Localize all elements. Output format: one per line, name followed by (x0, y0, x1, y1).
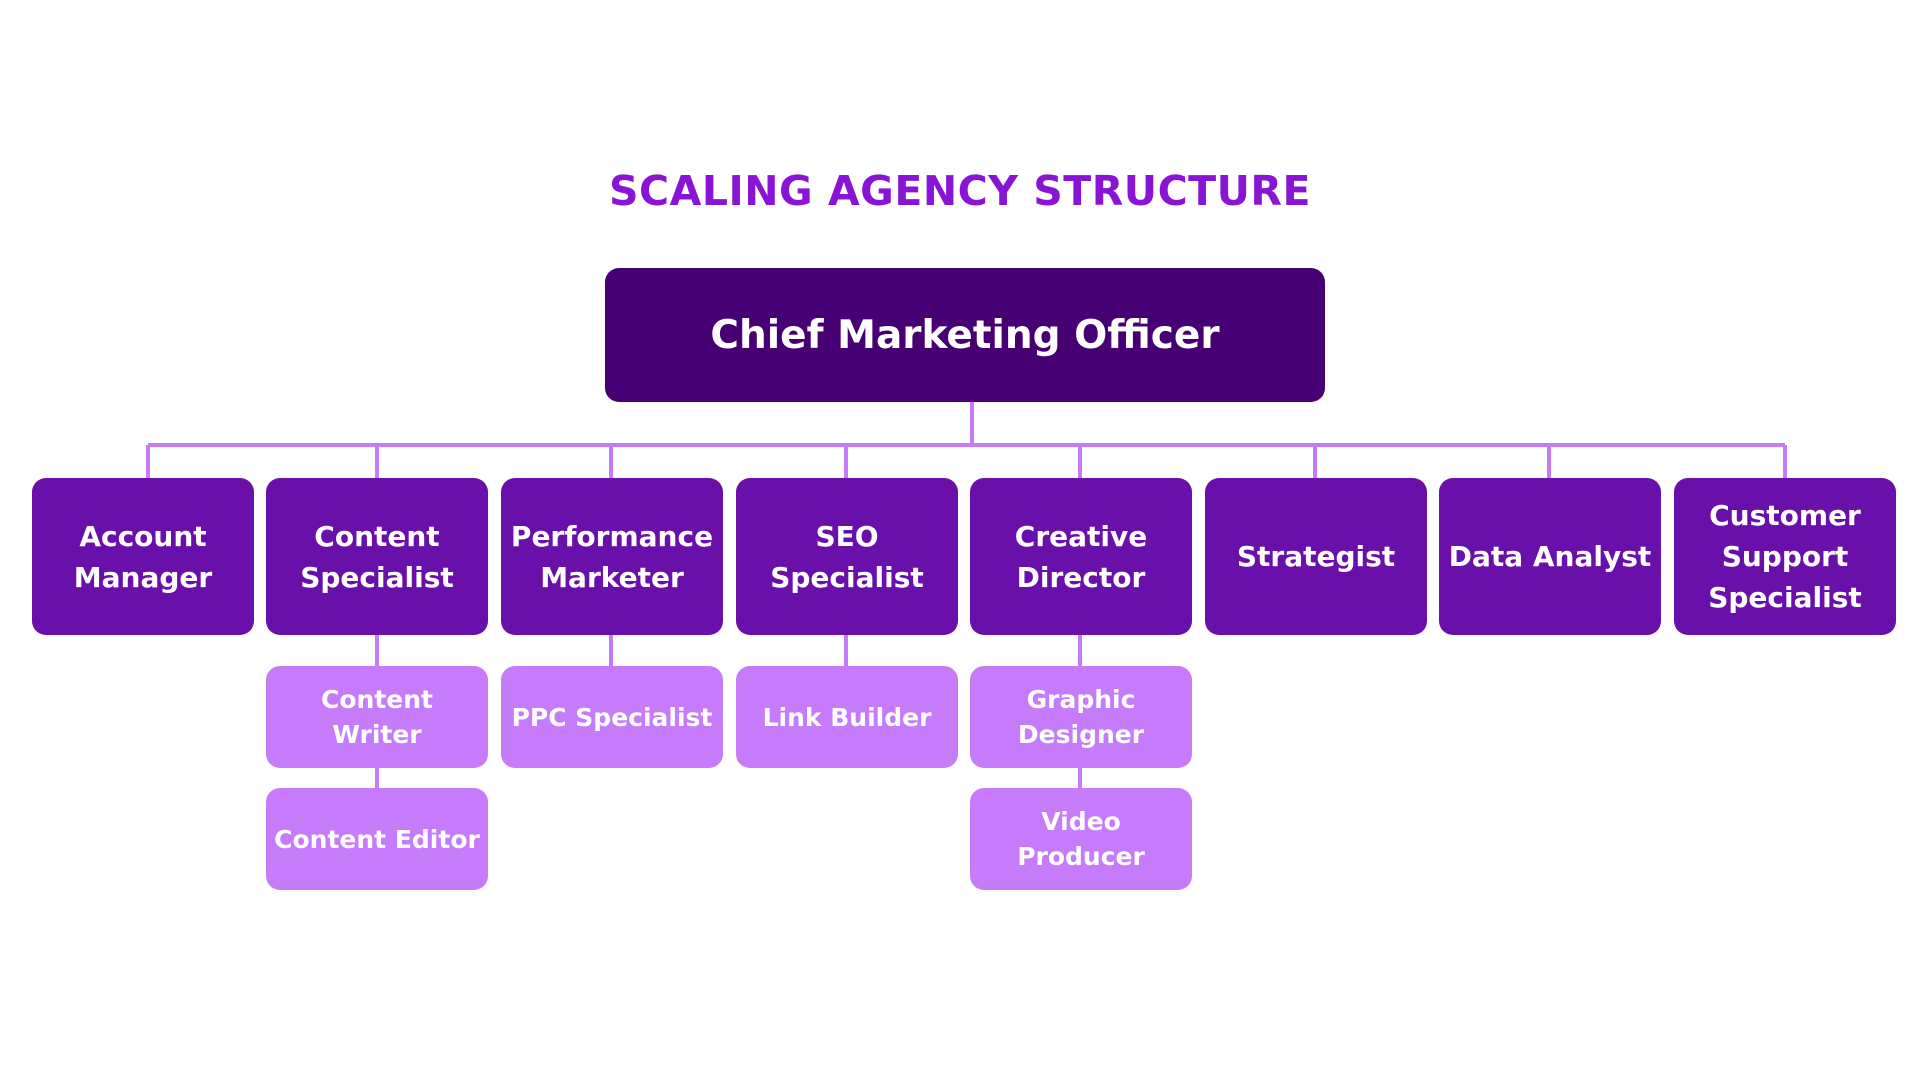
department-label: Customer Support Specialist (1708, 499, 1862, 614)
department-label: Performance Marketer (510, 519, 714, 594)
department-node: Customer Support Specialist (1674, 478, 1896, 635)
sub-role-label: Link Builder (762, 702, 932, 732)
department-node: Strategist (1205, 478, 1427, 635)
department-label: Content Specialist (300, 519, 454, 594)
sub-role-label: Content Writer (321, 685, 433, 749)
sub-role-node: Content Writer (266, 666, 488, 768)
sub-role-label: PPC Specialist (511, 702, 713, 732)
department-node: SEO Specialist (736, 478, 958, 635)
department-label: Creative Director (1014, 519, 1148, 594)
department-node: Account Manager (32, 478, 254, 635)
sub-role-label: Content Editor (274, 824, 480, 854)
department-node: Data Analyst (1439, 478, 1661, 635)
department-label: Account Manager (73, 519, 213, 594)
department-label: SEO Specialist (770, 519, 924, 594)
department-label: Strategist (1236, 540, 1396, 573)
sub-role-node: Content Editor (266, 788, 488, 890)
department-node: Performance Marketer (501, 478, 723, 635)
department-node: Creative Director (970, 478, 1192, 635)
sub-role-label: Graphic Designer (1017, 685, 1145, 749)
department-label: Data Analyst (1448, 540, 1652, 573)
sub-role-node: PPC Specialist (501, 666, 723, 768)
sub-role-label: Video Producer (1017, 807, 1145, 871)
chart-title: SCALING AGENCY STRUCTURE (608, 167, 1311, 215)
root-label: Chief Marketing Officer (710, 312, 1220, 358)
sub-role-node: Graphic Designer (970, 666, 1192, 768)
department-node: Content Specialist (266, 478, 488, 635)
sub-role-node: Link Builder (736, 666, 958, 768)
sub-role-node: Video Producer (970, 788, 1192, 890)
root-node: Chief Marketing Officer (605, 268, 1325, 402)
